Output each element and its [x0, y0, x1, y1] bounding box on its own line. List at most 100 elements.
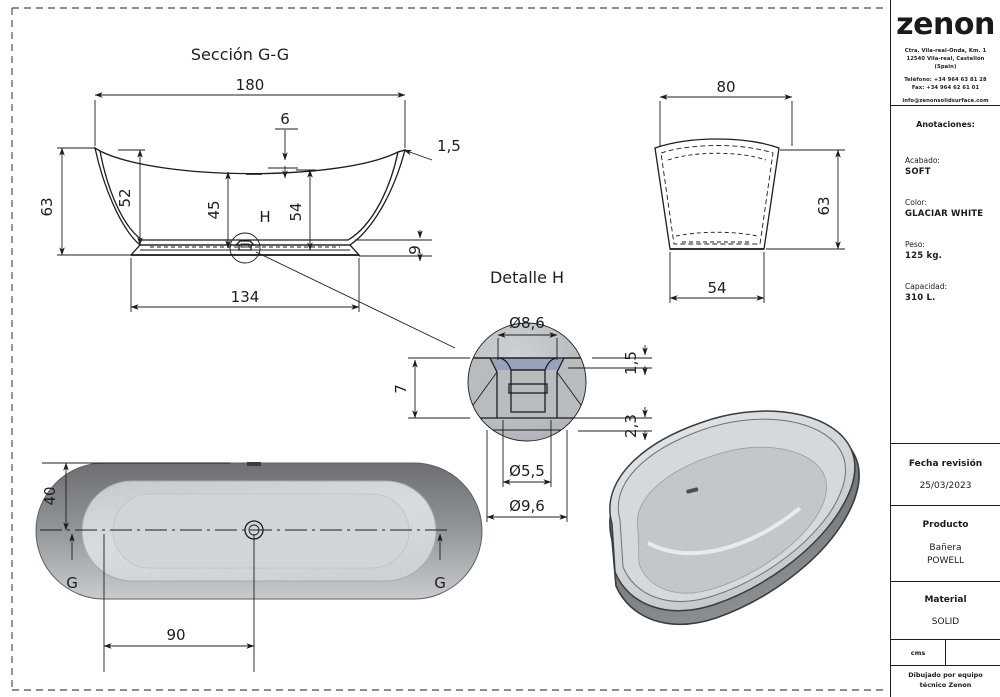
- dim-80-ext: [659, 101, 793, 146]
- dim-1_5-leader: [403, 149, 433, 161]
- dim-2_3-ext: [570, 417, 652, 432]
- detail-h-label: H: [259, 208, 270, 226]
- dim-63b-ext: [766, 149, 845, 250]
- dim-63b-text: 63: [815, 196, 833, 215]
- dim-6-ext: [268, 128, 298, 169]
- brand-cell: zenon Ctra. Vila-real-Onda, Km. 1 12540 …: [891, 0, 1000, 106]
- drawn-by-cell: Dibujado por equipo técnico Zenon: [891, 666, 1000, 696]
- dim-63-ext: [57, 147, 131, 256]
- units-row: cms: [891, 640, 1000, 666]
- annotations-title: Anotaciones:: [916, 120, 975, 129]
- units-cell: cms: [891, 640, 946, 665]
- dim-7-ext: [408, 357, 470, 419]
- detail-circle-outline: [467, 322, 587, 442]
- end-hidden-inner: [660, 145, 774, 245]
- dim-d86-ext: [497, 338, 558, 360]
- detail-groove: [508, 383, 548, 394]
- annotations-cell: Anotaciones: Acabado: SOFT Color: GLACIA…: [891, 106, 1000, 444]
- dim-90-text: 90: [166, 626, 185, 644]
- spec-peso-value: 125 kg.: [905, 251, 943, 262]
- section-mark-right: G: [434, 574, 446, 592]
- detalle-h-title: Detalle H: [490, 268, 564, 287]
- spec-capacidad-value: 310 L.: [905, 293, 936, 304]
- spec-peso: Peso: 125 kg.: [905, 239, 986, 263]
- view-end-elevation: 80 63 54: [654, 78, 845, 303]
- dim-45-text: 45: [205, 200, 223, 219]
- spec-acabado-key: Acabado:: [905, 156, 940, 165]
- dim-6-text: 6: [280, 110, 290, 128]
- dim-180-ext: [94, 100, 406, 148]
- dim-d96-text: Ø9,6: [509, 497, 545, 515]
- section-inner-curve: [99, 150, 399, 175]
- dim-40-text: 40: [41, 486, 59, 505]
- material-value: SOLID: [931, 616, 960, 627]
- title-block: zenon Ctra. Vila-real-Onda, Km. 1 12540 …: [890, 0, 1000, 697]
- dim-90-ext: [103, 534, 255, 672]
- dim-9-ext: [355, 239, 432, 257]
- product-value: Bañera POWELL: [926, 543, 965, 566]
- dim-63-text: 63: [38, 197, 56, 216]
- view-section-gg: Sección G-G H 180: [38, 45, 461, 349]
- dim-180-text: 180: [236, 76, 265, 94]
- spec-capacidad: Capacidad: 310 L.: [905, 281, 986, 305]
- dim-7-text: 7: [392, 384, 410, 394]
- plan-floor: [112, 493, 410, 569]
- dim-134-text: 134: [231, 288, 260, 306]
- dim-1_5-text: 1,5: [437, 137, 461, 155]
- section-drain-bore: [240, 243, 250, 248]
- dim-2_3-text: 2,3: [622, 414, 640, 438]
- dim-134-ext: [130, 258, 360, 312]
- dim-9-text: 9: [406, 245, 424, 255]
- detail-h-leader: [255, 251, 456, 349]
- detail-left-body: [468, 358, 497, 418]
- end-outline: [654, 138, 780, 250]
- detail-bore: [510, 369, 546, 413]
- end-hidden-rim: [667, 152, 767, 161]
- view-3d-render: [609, 410, 860, 626]
- units-label: cms: [910, 648, 926, 657]
- render-highlight: [647, 506, 802, 556]
- company-address: Ctra. Vila-real-Onda, Km. 1 12540 Vila-r…: [902, 47, 988, 105]
- plan-overflow-slot: [247, 462, 261, 466]
- product-cell: Producto Bañera POWELL: [891, 506, 1000, 582]
- section-drain-glyph: [234, 240, 256, 251]
- spec-color: Color: GLACIAR WHITE: [905, 197, 986, 221]
- section-rim-left: [94, 147, 101, 152]
- detail-h-marker-circle: [229, 232, 261, 264]
- spec-acabado-value: SOFT: [905, 167, 931, 178]
- drawn-by-text: Dibujado por equipo técnico Zenon: [908, 671, 983, 689]
- address-line-2: 12540 Vila-real, Castellón: [906, 55, 985, 62]
- address-line-1: Ctra. Vila-real-Onda, Km. 1: [904, 47, 987, 54]
- revision-date-cell: Fecha revisión 25/03/2023: [891, 444, 1000, 506]
- section-title: Sección G-G: [191, 45, 289, 64]
- material-cell: Material SOLID: [891, 582, 1000, 640]
- spec-color-value: GLACIAR WHITE: [905, 209, 984, 220]
- dim-54b-ext: [669, 252, 765, 303]
- dim-d86-text: Ø8,6: [509, 314, 545, 332]
- brand-logo: zenon: [896, 6, 995, 42]
- render-overflow-slot: [686, 487, 699, 494]
- phone-line: Teléfono: +34 964 63 81 28: [904, 77, 987, 83]
- dim-80-text: 80: [716, 78, 735, 96]
- revision-date-value: 25/03/2023: [919, 480, 972, 491]
- section-tub-walls: [94, 146, 406, 246]
- spec-color-key: Color:: [905, 198, 927, 207]
- material-header: Material: [924, 594, 967, 605]
- dim-d96-ext: [486, 430, 568, 522]
- revision-date-header: Fecha revisión: [908, 458, 983, 469]
- fax-line: Fax: +34 964 62 61 01: [911, 85, 980, 92]
- units-blank-cell: [946, 640, 1000, 665]
- dim-54-text: 54: [287, 202, 305, 221]
- render-floor: [636, 446, 827, 594]
- product-header: Producto: [922, 520, 969, 531]
- view-plan: 40 G G 90: [35, 462, 483, 672]
- dim-54b-text: 54: [707, 279, 726, 297]
- dim-1_5b-ext: [568, 357, 652, 369]
- section-mark-left: G: [66, 574, 78, 592]
- address-line-3: (Spain): [934, 63, 957, 70]
- drawing-canvas: Sección G-G H 180: [11, 7, 888, 691]
- section-base-chamfers: [130, 244, 360, 256]
- detail-center-body: [497, 370, 557, 418]
- spec-capacidad-key: Capacidad:: [905, 282, 948, 291]
